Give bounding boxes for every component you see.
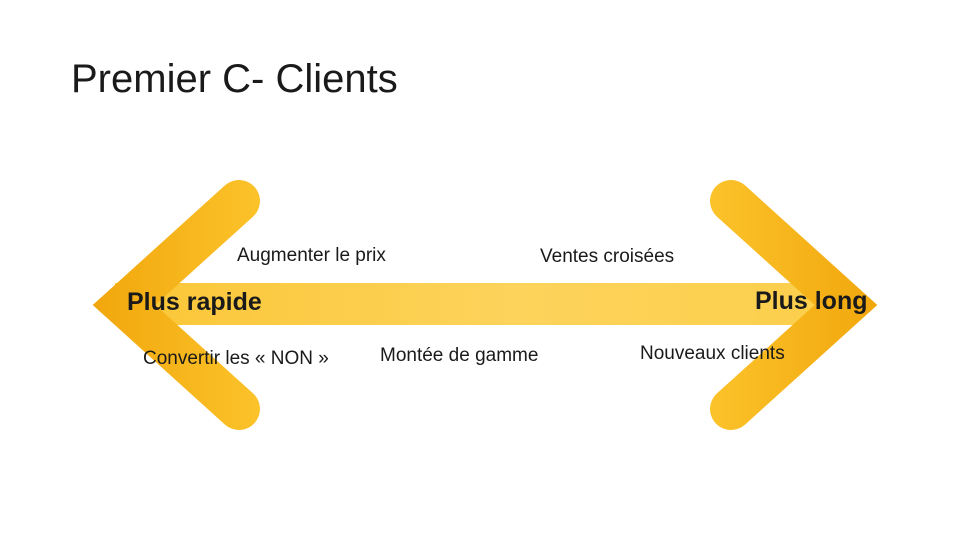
label-convertir-les-non: Convertir les « NON » <box>143 348 329 369</box>
left-arrowhead <box>92 180 260 430</box>
right-arrowhead <box>710 180 878 430</box>
slide-title: Premier C- Clients <box>71 57 398 101</box>
arrow-bar <box>115 283 845 325</box>
label-nouveaux-clients: Nouveaux clients <box>640 343 785 364</box>
label-ventes-croisees: Ventes croisées <box>540 246 675 267</box>
arrow-left-label: Plus rapide <box>127 288 262 316</box>
label-augmenter-le-prix: Augmenter le prix <box>237 245 386 266</box>
arrow-right-label: Plus long <box>755 287 868 315</box>
label-montee-de-gamme: Montée de gamme <box>380 345 539 366</box>
